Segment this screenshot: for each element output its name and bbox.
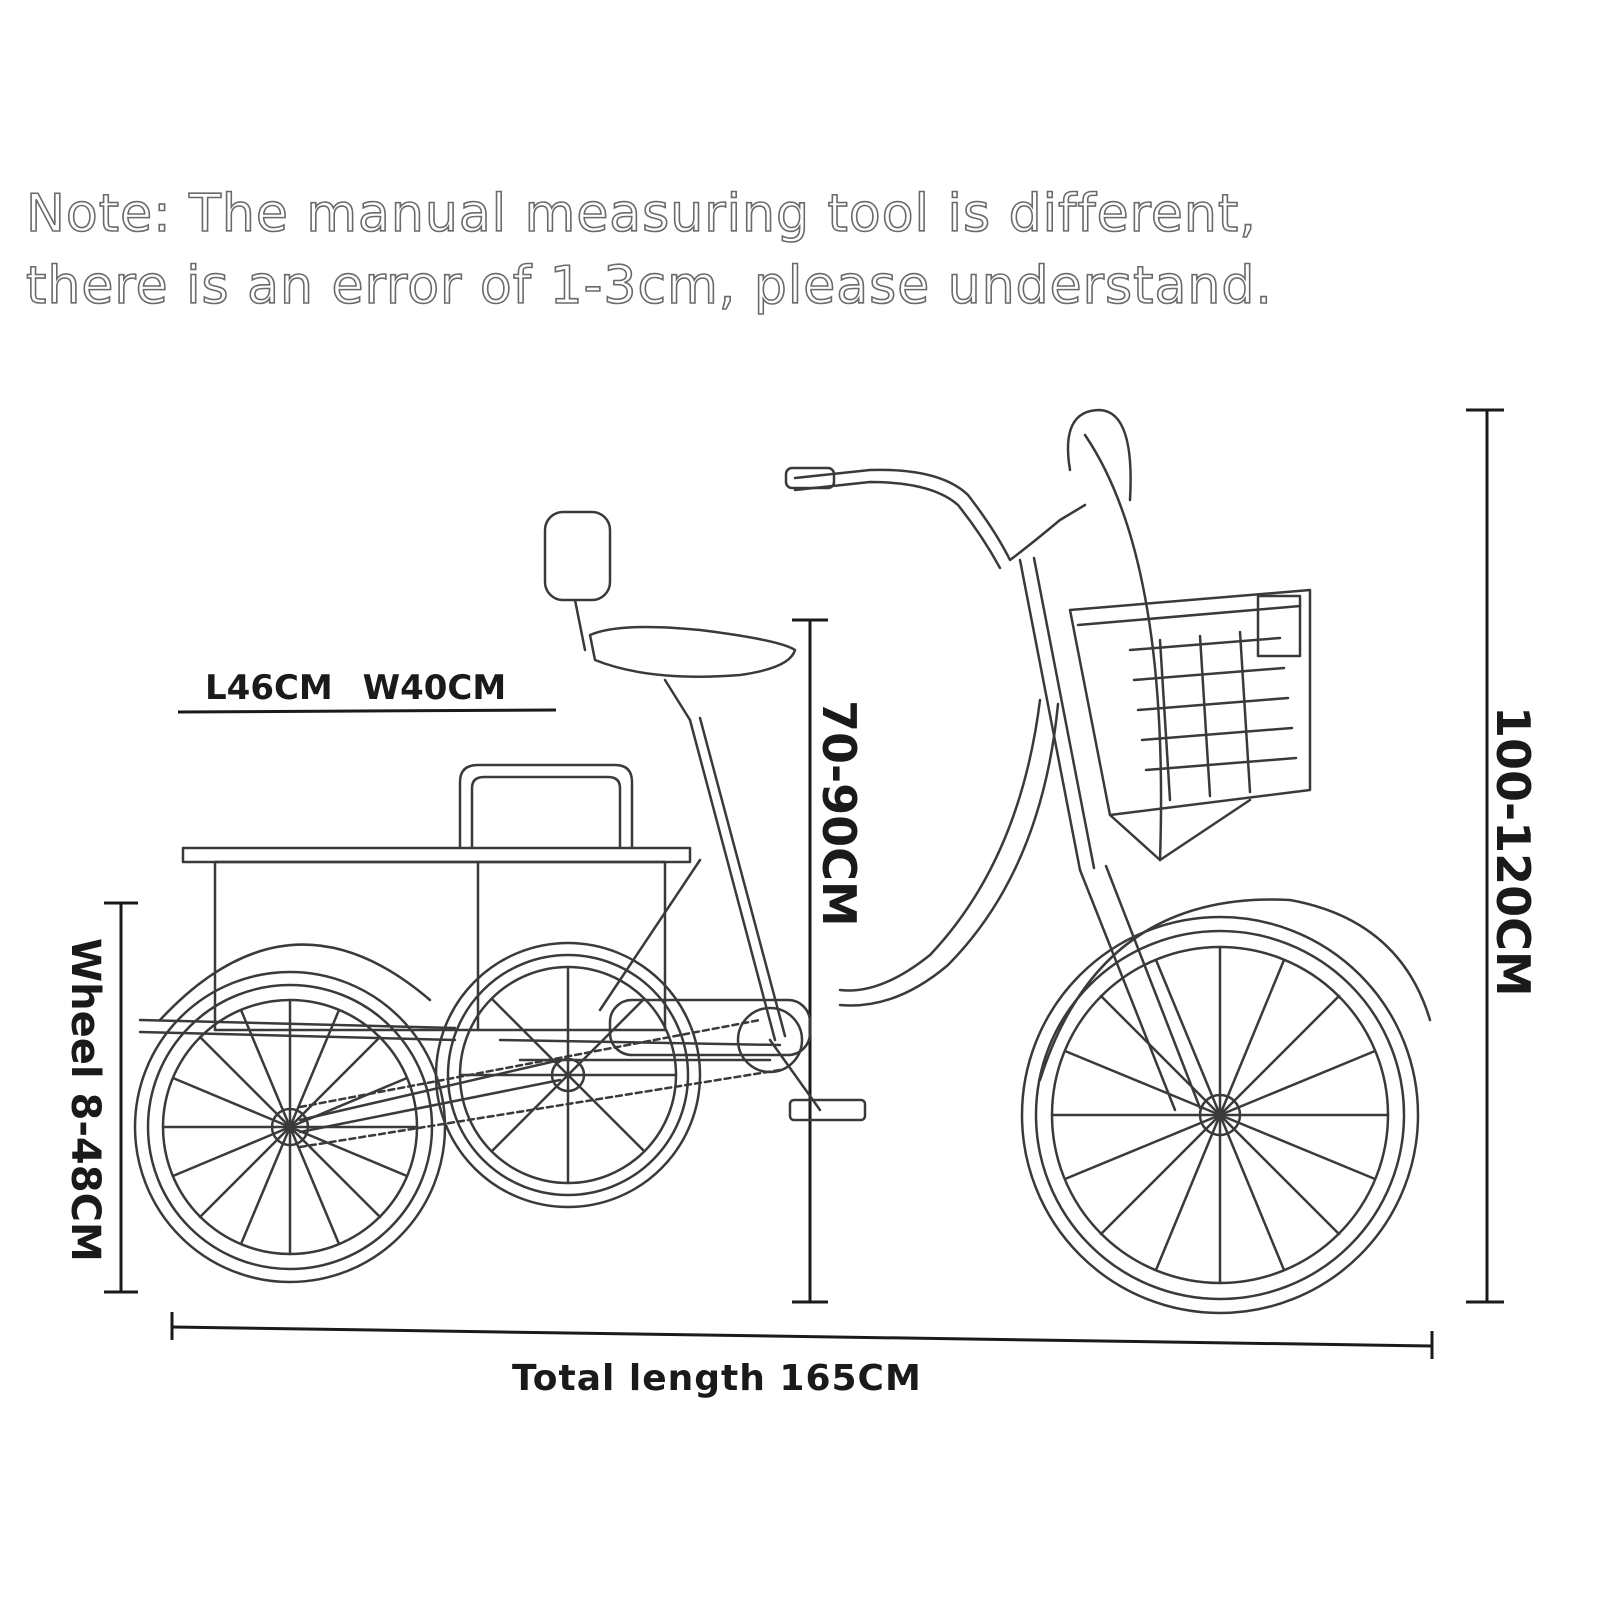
basket-dimension-line xyxy=(177,708,557,714)
rear-cargo-basket xyxy=(138,763,692,1042)
measurement-note: Note: The manual measuring tool is diffe… xyxy=(25,178,1526,322)
total-length-label: Total length 165CM xyxy=(512,1358,922,1399)
tricycle-frame xyxy=(298,556,1202,1134)
basket-size-label: L46CM W40CM xyxy=(205,668,507,708)
rear-wheel-left xyxy=(133,970,447,1284)
total-length-dimension-line xyxy=(171,1325,1433,1348)
front-basket xyxy=(1068,588,1312,862)
overall-height-label: 100-120CM xyxy=(1486,706,1540,997)
wheel-size-label: Wheel 8-48CM xyxy=(62,938,108,1262)
note-line-1: Note: The manual measuring tool is diffe… xyxy=(25,183,1257,245)
rear-wheel-right xyxy=(434,941,702,1209)
dimension-lines xyxy=(104,408,1504,1359)
seat-height-label: 70-90CM xyxy=(812,700,866,927)
pedal xyxy=(788,1098,867,1122)
note-line-2: there is an error of 1-3cm, please under… xyxy=(25,255,1273,317)
front-wheel xyxy=(1020,915,1420,1315)
seat-with-backrest xyxy=(543,510,797,722)
